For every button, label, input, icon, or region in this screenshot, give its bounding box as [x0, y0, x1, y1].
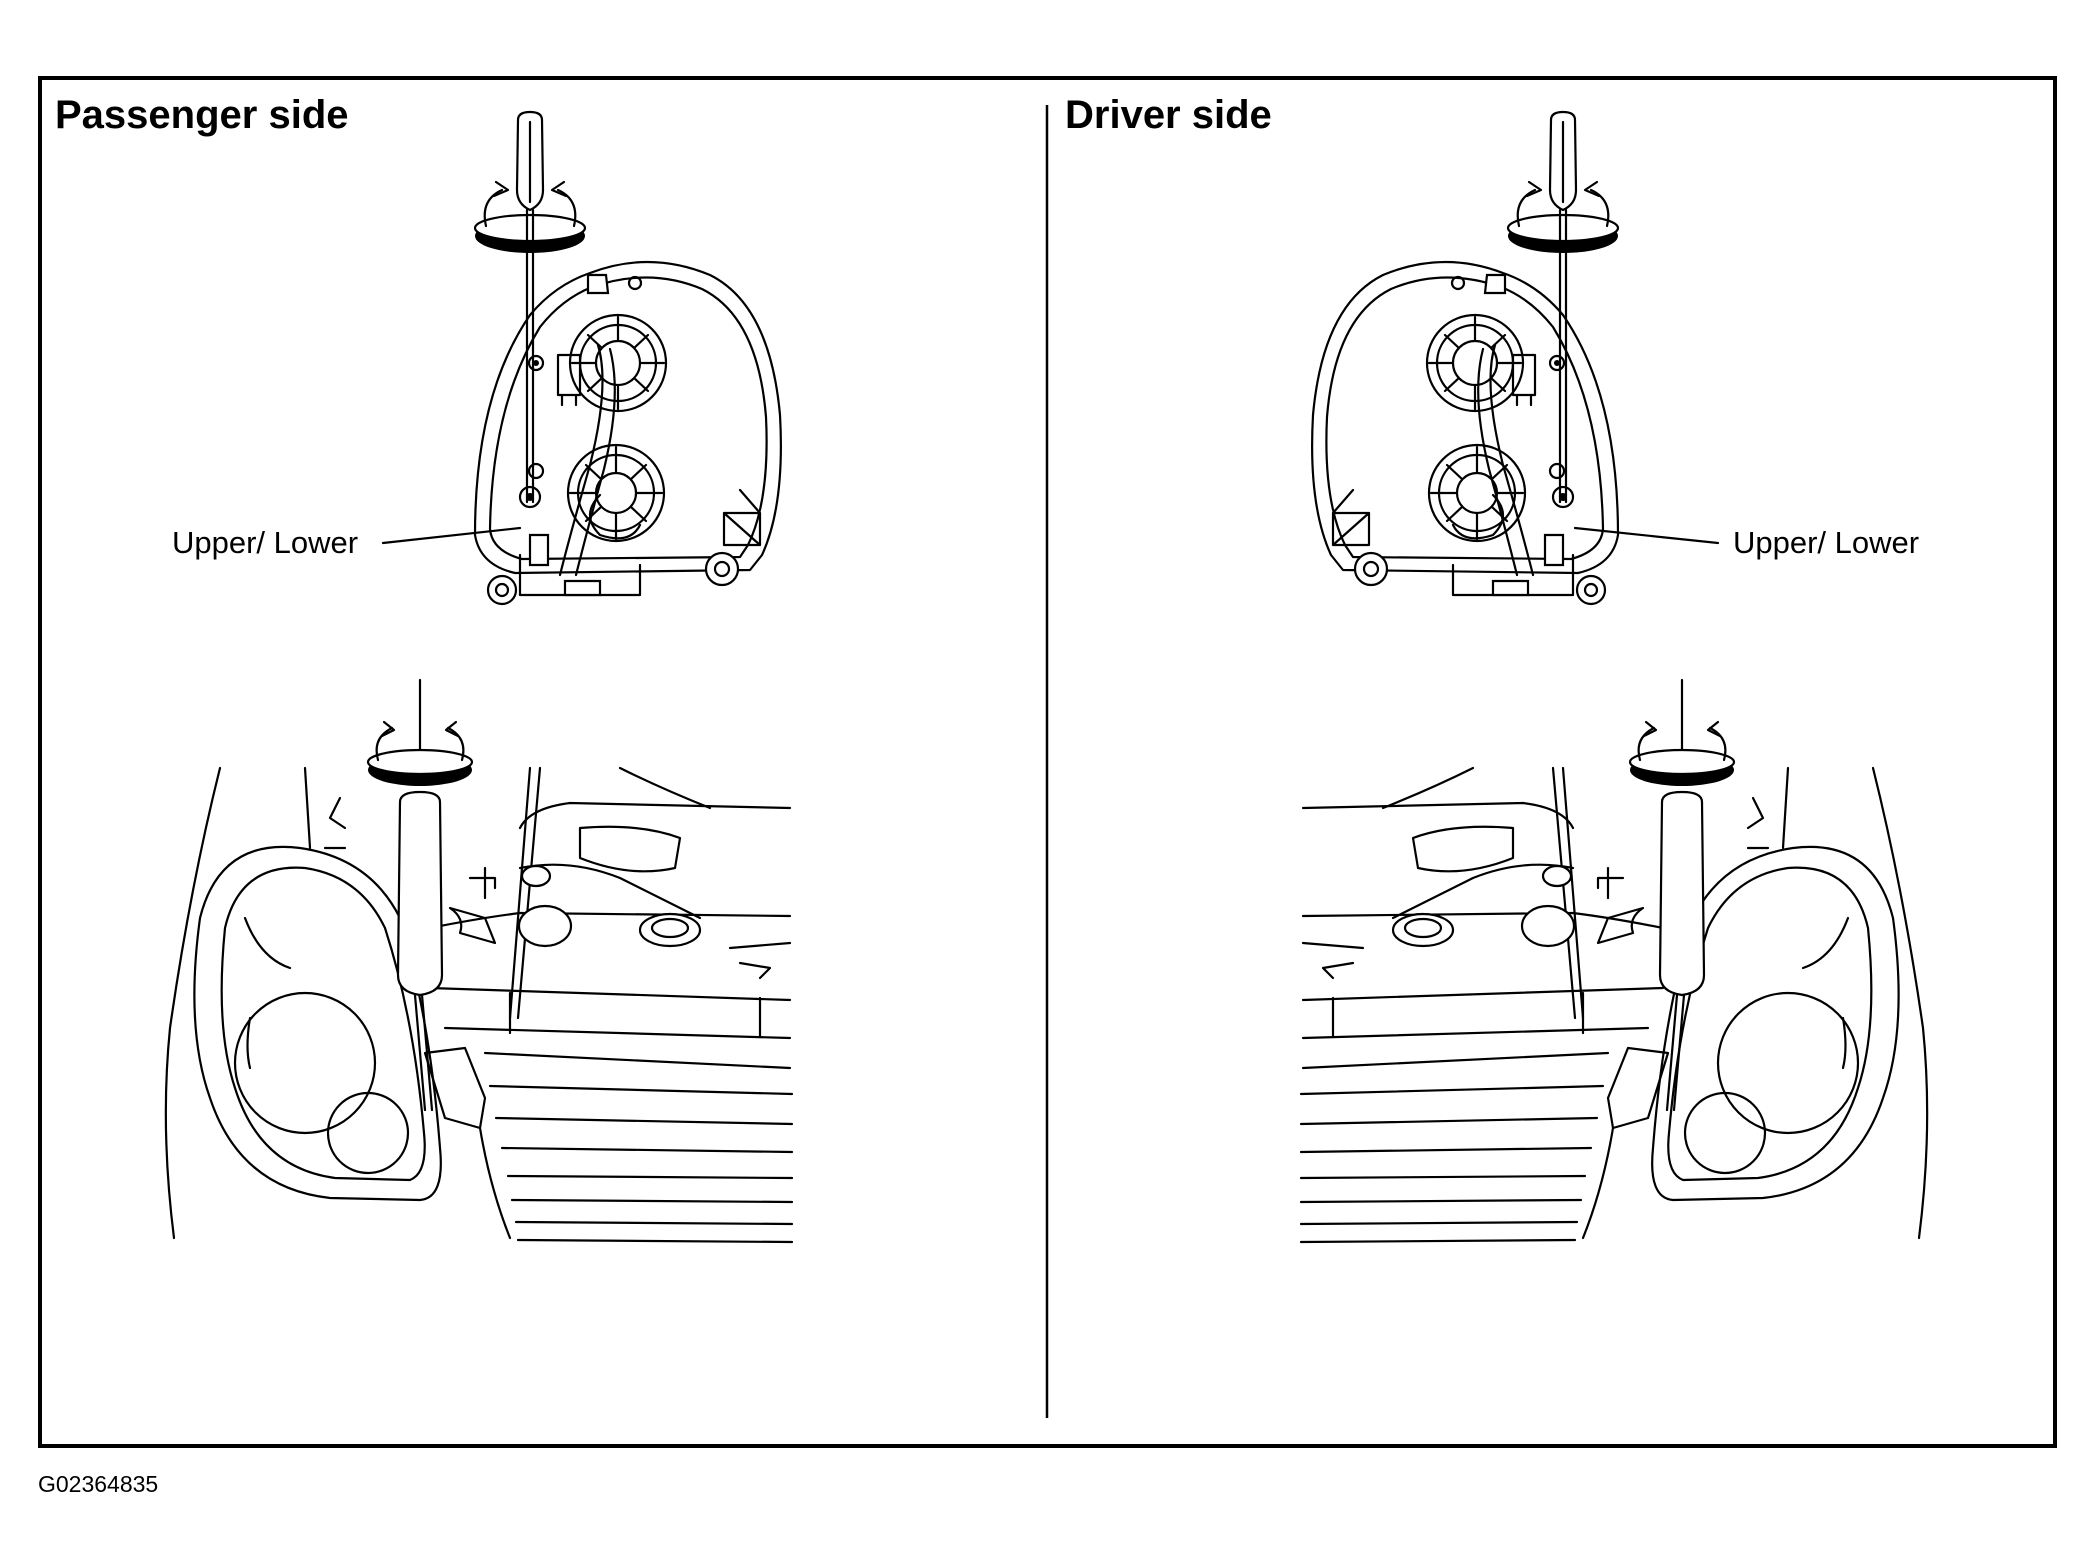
- screwdriver-icon: [1628, 678, 1736, 1112]
- driver-headlamp-rear-view: [1311, 260, 1620, 606]
- screwdriver-icon: [366, 678, 474, 1112]
- passenger-side-panel: Passenger side Upper/ Lower: [55, 93, 794, 1244]
- passenger-vehicle-front-view: [164, 766, 794, 1244]
- callout-leader-line: [1573, 526, 1720, 545]
- diagram-frame: [38, 76, 2057, 1448]
- passenger-side-title: Passenger side: [55, 93, 349, 137]
- driver-side-title: Driver side: [1065, 93, 1272, 137]
- callout-leader-line: [381, 526, 522, 545]
- passenger-headlamp-rear-view: [473, 260, 782, 606]
- driver-vehicle-front-view: [1299, 766, 1929, 1244]
- upper-lower-callout: Upper/ Lower: [172, 525, 358, 560]
- figure-id: G02364835: [38, 1471, 158, 1497]
- driver-side-panel: Driver side Upper/ Lower: [1065, 93, 1929, 1244]
- screwdriver-icon: [473, 110, 587, 504]
- screwdriver-icon: [1506, 110, 1620, 504]
- upper-lower-callout: Upper/ Lower: [1733, 525, 1919, 560]
